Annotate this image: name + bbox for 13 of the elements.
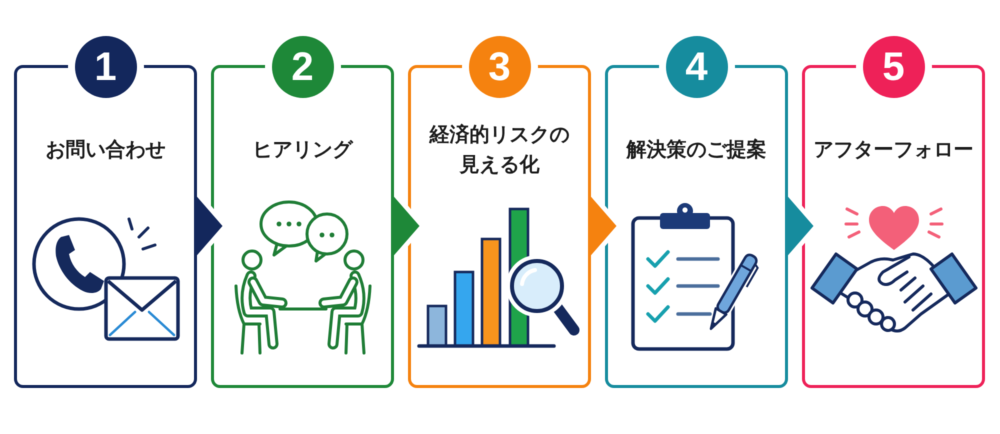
step-number-badge: 2 [272, 36, 334, 98]
step-title: 解決策のご提案 [626, 136, 766, 163]
step-title: 経済的リスクの見える化 [428, 121, 570, 178]
step-number-badge: 1 [74, 36, 136, 98]
chevron-arrow [392, 195, 420, 257]
step-title: ヒアリング [252, 136, 352, 163]
chevron-arrow [590, 195, 616, 257]
step-number-badge: 4 [666, 36, 728, 98]
chevron-arrow [786, 195, 814, 257]
step-number-badge: 5 [862, 36, 924, 98]
step-number-badge: 3 [468, 36, 530, 98]
step-title: アフターフォロー [814, 136, 974, 163]
step-title: お問い合わせ [46, 136, 166, 163]
